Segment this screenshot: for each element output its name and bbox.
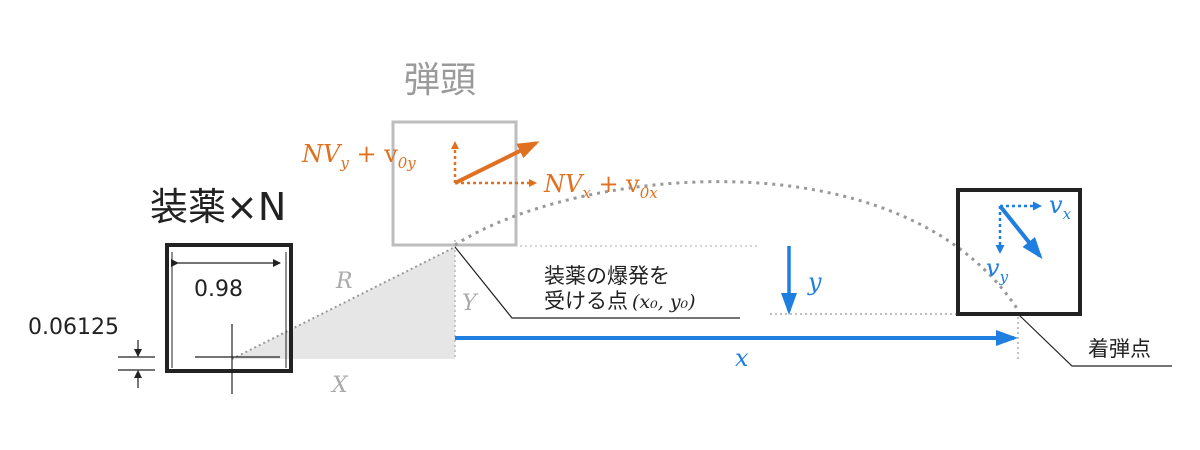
label-R: R [335,269,353,294]
impact-vx-label: vx [1049,191,1072,223]
displacement-y-label: y [807,268,822,296]
charge-width-label: 0.98 [194,277,243,302]
displacement-x-label: x [735,344,749,372]
impact-vy-label: vy [986,254,1009,286]
launch-point-leader [454,246,740,319]
hypotenuse-R-line [231,246,456,360]
impact-resultant-arrow [998,204,1043,260]
charge-label: 装薬×N [150,185,286,229]
impact-box [956,188,1082,316]
label-X: X [330,373,349,398]
launch-point-label-line1: 装薬の爆発を [544,264,670,288]
vel-x-label: NVx + v0x [543,170,658,202]
impact-label: 着弾点 [1088,337,1151,361]
vel-resultant-arrow [454,141,540,185]
warhead-label: 弾頭 [404,60,476,101]
launch-point-label-line2: 受ける点 [544,289,628,313]
label-Y: Y [462,291,479,316]
charge-offset-label: 0.06125 [28,315,119,340]
impact-point-leader [1017,313,1172,367]
charge-box [165,243,293,373]
vel-y-label: NVy + v0y [301,140,416,172]
distance-triangle [232,247,455,359]
launch-point-coords: (x₀, y₀) [632,291,696,313]
